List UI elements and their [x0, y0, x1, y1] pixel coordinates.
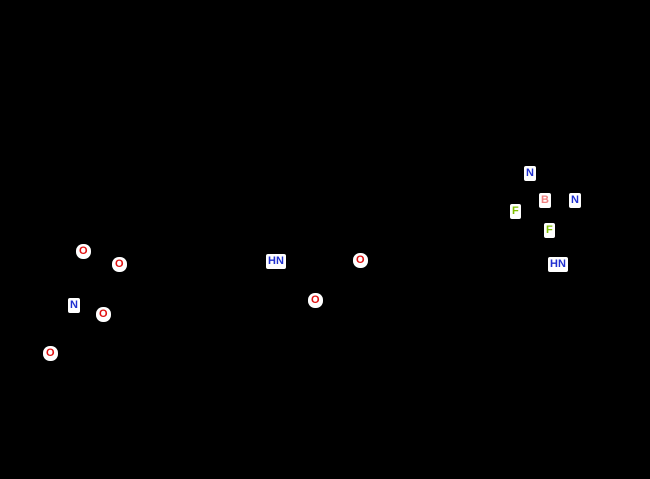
- atom-nitrogen: N: [569, 193, 581, 208]
- atom-nitrogen-hydrogen: HN: [548, 257, 568, 272]
- atom-oxygen: O: [112, 257, 127, 272]
- atom-oxygen: O: [43, 346, 58, 361]
- atom-nitrogen-hydrogen: HN: [266, 254, 286, 269]
- atom-oxygen: O: [353, 253, 368, 268]
- atom-oxygen: O: [96, 307, 111, 322]
- atom-fluorine: F: [510, 204, 521, 219]
- atom-oxygen: O: [308, 293, 323, 308]
- atom-nitrogen: N: [68, 298, 80, 313]
- atom-oxygen: O: [76, 244, 91, 259]
- atom-fluorine: F: [544, 223, 555, 238]
- atom-nitrogen: N: [524, 166, 536, 181]
- atom-boron: B: [539, 193, 551, 208]
